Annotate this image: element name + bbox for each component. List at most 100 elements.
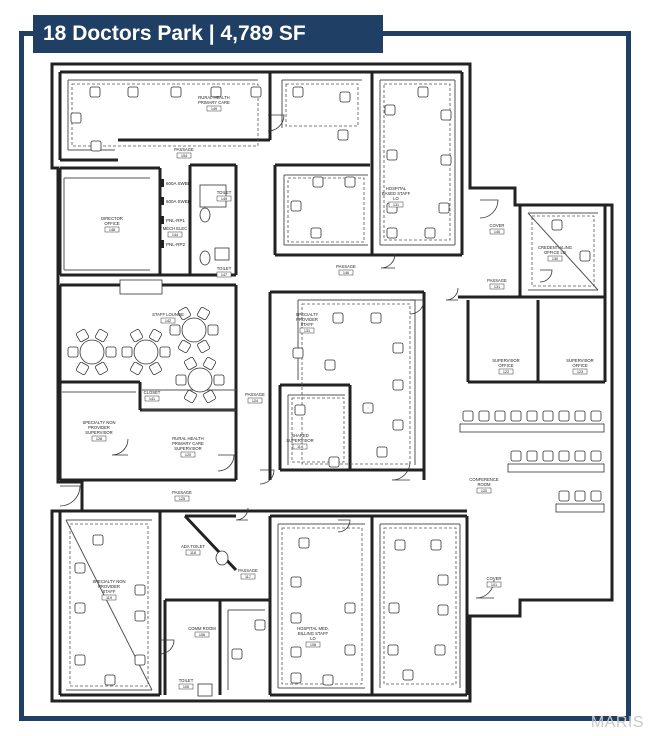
chair xyxy=(590,410,602,422)
room-name: LO xyxy=(310,636,316,641)
chair xyxy=(95,329,108,343)
door-swing xyxy=(409,299,425,315)
room-number-box xyxy=(299,327,315,334)
chair xyxy=(290,576,302,588)
door-swing xyxy=(217,454,235,472)
chair xyxy=(574,450,586,462)
chair xyxy=(590,490,602,502)
panel-label: PNL-RP2 xyxy=(166,242,186,247)
chair xyxy=(90,140,102,152)
chair xyxy=(387,644,399,656)
chair xyxy=(104,674,116,686)
chair xyxy=(197,307,210,321)
room-name: PRIMARY CARE xyxy=(172,441,204,446)
room-number-box xyxy=(292,443,308,450)
round-table xyxy=(79,339,105,365)
room-number: 129 xyxy=(185,453,191,457)
room-number-box xyxy=(176,152,192,159)
room-name: SHARED xyxy=(291,433,308,438)
dashed-zone xyxy=(531,215,595,287)
panel-label: 600A SWBD xyxy=(166,199,192,204)
room-name: PASSAGE xyxy=(174,147,194,152)
chair xyxy=(213,374,225,386)
room-number: 122 xyxy=(503,370,509,374)
chair xyxy=(417,86,429,98)
room-name: SPECIALTY NON xyxy=(92,579,125,584)
chair xyxy=(203,389,216,403)
chair xyxy=(339,91,351,103)
room-number-box xyxy=(194,631,210,638)
watermark: MARIS xyxy=(590,714,644,731)
room-name: PROVIDER xyxy=(98,584,120,589)
room-name: HOSPITAL MED. xyxy=(297,626,329,631)
sink xyxy=(214,247,230,261)
door-swing xyxy=(337,519,351,533)
panel-marker xyxy=(160,216,164,224)
chair xyxy=(254,619,266,631)
room-name: SPECIALTY xyxy=(296,312,319,317)
interior-lines xyxy=(62,79,599,691)
room-name: OFFICE xyxy=(498,363,514,368)
room-number-box xyxy=(572,368,588,375)
chair xyxy=(89,86,101,98)
room-number-box xyxy=(185,549,201,556)
room-name: HOSPITAL xyxy=(386,186,407,191)
room-name: COVER xyxy=(490,223,505,228)
chair xyxy=(184,357,197,371)
chair xyxy=(121,346,133,358)
chair xyxy=(394,539,406,551)
chair xyxy=(440,109,452,121)
chair xyxy=(292,86,304,98)
chair xyxy=(434,644,446,656)
chair xyxy=(127,86,139,98)
room-name: PASSAGE xyxy=(238,568,258,573)
room-number: 149 xyxy=(211,107,217,111)
chair xyxy=(74,562,86,574)
room-number: 144 xyxy=(172,233,178,237)
chair xyxy=(437,604,449,616)
toilet-fixture xyxy=(199,207,211,223)
door-swing xyxy=(539,269,553,283)
room-name: SUPERVISOR xyxy=(566,358,593,363)
room-number-box xyxy=(178,683,194,690)
chair xyxy=(392,379,404,391)
room-name: COVER xyxy=(487,576,502,581)
room-number: 105 xyxy=(183,685,189,689)
room-name: CLOSET xyxy=(144,390,161,395)
round-table xyxy=(181,317,207,343)
chair xyxy=(130,329,143,343)
door-swing xyxy=(111,438,129,456)
room-number: 131 xyxy=(494,285,500,289)
chair xyxy=(149,361,162,375)
chair xyxy=(92,534,104,546)
room-number: 148 xyxy=(109,228,115,232)
chair xyxy=(574,410,586,422)
room-name: PRIMARY CARE xyxy=(198,100,230,105)
partition-line xyxy=(527,212,599,291)
room-name: SUPERVISOR xyxy=(492,358,519,363)
room-name: CREDENTIALING xyxy=(538,245,572,250)
room-number: 123 xyxy=(577,370,583,374)
chair xyxy=(149,329,162,343)
chair xyxy=(175,374,187,386)
chair xyxy=(292,347,304,359)
room-number-box xyxy=(498,368,514,375)
round-table xyxy=(133,339,159,365)
chair xyxy=(178,307,191,321)
chair xyxy=(332,312,344,324)
room-number-box xyxy=(247,397,263,404)
